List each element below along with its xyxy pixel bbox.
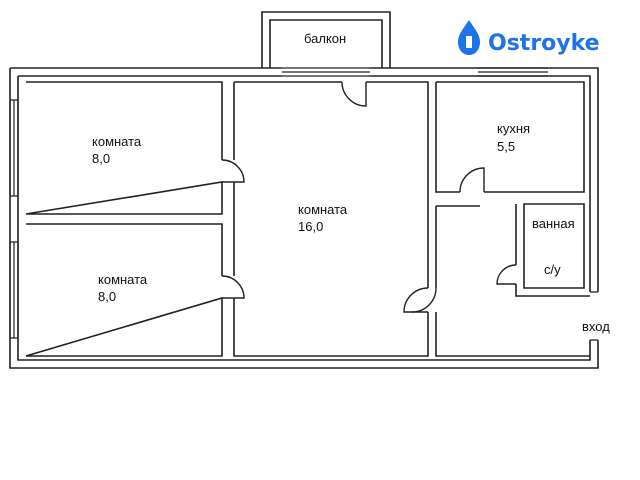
- doors: [221, 81, 517, 313]
- toilet-label: с/у: [544, 262, 561, 277]
- door-balcony: [341, 81, 367, 107]
- room-living: комната 16,0: [233, 81, 429, 357]
- outer-walls: [9, 67, 599, 369]
- room-area: 8,0: [98, 289, 116, 304]
- balcony: балкон: [261, 11, 391, 68]
- room-name: комната: [298, 202, 348, 217]
- door-hall: [411, 287, 437, 313]
- hallway: [435, 204, 590, 357]
- balcony-label: балкон: [304, 31, 346, 46]
- brand-logo: Ostroyke: [458, 20, 600, 56]
- room-name: кухня: [497, 121, 530, 136]
- bathroom-label: ванная: [532, 216, 575, 231]
- room-bedroom-bottom: комната 8,0: [25, 223, 223, 357]
- logo-text: Ostroyke: [488, 31, 600, 56]
- door-kitchen: [459, 167, 485, 193]
- room-kitchen: кухня 5,5: [435, 81, 585, 193]
- room-area: 16,0: [298, 219, 323, 234]
- door-bedroom-top: [221, 159, 245, 183]
- windows: [9, 67, 548, 339]
- room-bedroom-top: комната 8,0: [25, 81, 223, 215]
- room-area: 5,5: [497, 139, 515, 154]
- room-name: комната: [92, 134, 142, 149]
- door-living: [403, 287, 429, 313]
- door-bathroom: [496, 264, 517, 285]
- room-bathroom: ванная с/у: [523, 203, 585, 289]
- door-bedroom-bottom: [221, 275, 245, 299]
- entrance-label: вход: [582, 319, 610, 334]
- room-name: комната: [98, 272, 148, 287]
- room-area: 8,0: [92, 151, 110, 166]
